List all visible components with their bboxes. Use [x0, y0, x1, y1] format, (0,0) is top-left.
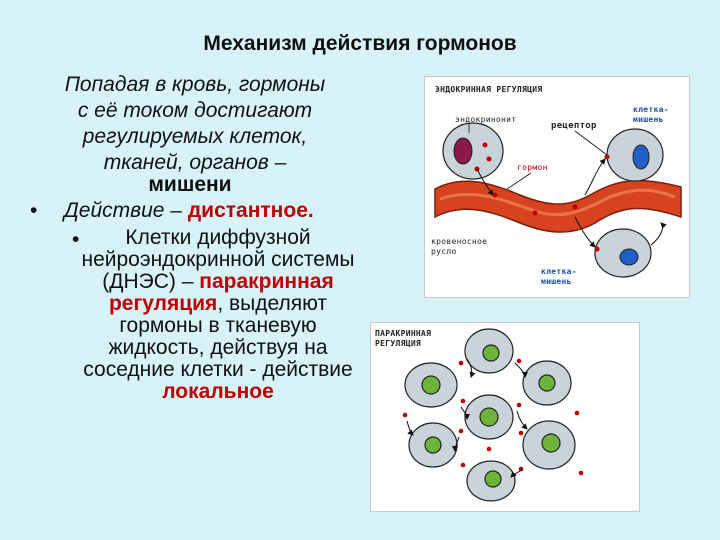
paracrine-cell [405, 363, 457, 407]
hormone-dot [493, 193, 498, 198]
hormone-dot [533, 211, 538, 216]
endocrine-title: ЭНДОКРИННАЯ РЕГУЛЯЦИЯ [435, 85, 542, 94]
bullet-highlight: локальное [162, 380, 274, 403]
paracrine-cell [523, 361, 571, 405]
bullet-paracrine: • Клетки диффузной нейроэндокринной сист… [20, 227, 360, 403]
hormone-dot [487, 157, 492, 162]
intro-paragraph: Попадая в кровь, гормоны с её током дост… [20, 72, 360, 176]
paracrine-diagram: ПАРАКРИННАЯ РЕГУЛЯЦИЯ [370, 322, 640, 512]
paracrine-cell [465, 329, 513, 373]
intro-line: Попадая в кровь, гормоны [30, 72, 360, 98]
bullet-body: Клетки диффузной нейроэндокринной систем… [76, 227, 360, 403]
intro-line: с её током достигают [30, 98, 360, 124]
target-top-label: клетка- мишень [633, 105, 669, 125]
hormone-label: гормон [517, 163, 548, 172]
hormone-dot [605, 155, 610, 160]
target-nucleus-top [633, 145, 649, 169]
bullet-marker: • [30, 198, 37, 224]
slide-title: Механизм действия гормонов [0, 32, 720, 56]
target-bottom-label: клетка- мишень [541, 267, 577, 287]
hormone-path [651, 223, 663, 245]
paracrine-cell [467, 461, 515, 501]
intro-line: регулируемых клеток, [30, 124, 360, 150]
receptor-label: рецептор [551, 121, 597, 131]
bullet-highlight: дистантное. [188, 199, 314, 222]
gland-nucleus [454, 138, 472, 164]
hormone-dot [595, 247, 600, 252]
targets-word: мишени [20, 172, 360, 198]
blood-vessel [435, 181, 681, 232]
vessel-label: кровеносное русло [431, 237, 487, 257]
label-leader [575, 131, 607, 155]
paracrine-cell [465, 395, 513, 439]
gland-label: эндокринонит [455, 115, 516, 124]
paracrine-cell [409, 423, 457, 467]
paracrine-title: ПАРАКРИННАЯ РЕГУЛЯЦИЯ [375, 329, 431, 349]
endocrine-diagram: ЭНДОКРИННАЯ РЕГУЛЯЦИЯ эндокринонит рецеп… [424, 76, 690, 298]
bullet-text: Действие – [64, 199, 182, 222]
bullet-marker: • [72, 227, 79, 253]
gland-cell [443, 123, 503, 179]
paracrine-illustration [371, 323, 639, 511]
hormone-dot [573, 205, 578, 210]
hormone-dot [483, 143, 488, 148]
text-block: Попадая в кровь, гормоны с её током дост… [20, 72, 360, 403]
label-leader [507, 173, 531, 189]
paracrine-cell [523, 421, 575, 469]
bullet-distant: • Действие – дистантное. [20, 198, 360, 224]
target-nucleus-bottom [620, 249, 638, 265]
